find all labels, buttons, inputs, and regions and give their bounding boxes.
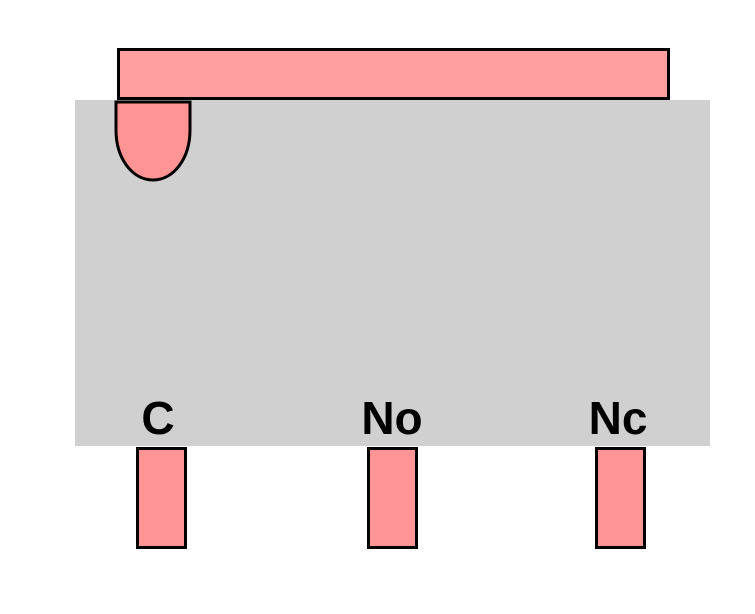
terminal-label-c: C xyxy=(141,392,175,444)
actuator-lever xyxy=(117,48,670,100)
terminal-pin-no xyxy=(367,447,418,549)
terminal-label-nc: Nc xyxy=(588,392,648,444)
plunger-button xyxy=(114,100,192,182)
terminal-pin-c xyxy=(136,447,187,549)
plunger-shape xyxy=(114,100,192,182)
terminal-pin-nc xyxy=(595,447,646,549)
terminal-label-no: No xyxy=(361,392,423,444)
